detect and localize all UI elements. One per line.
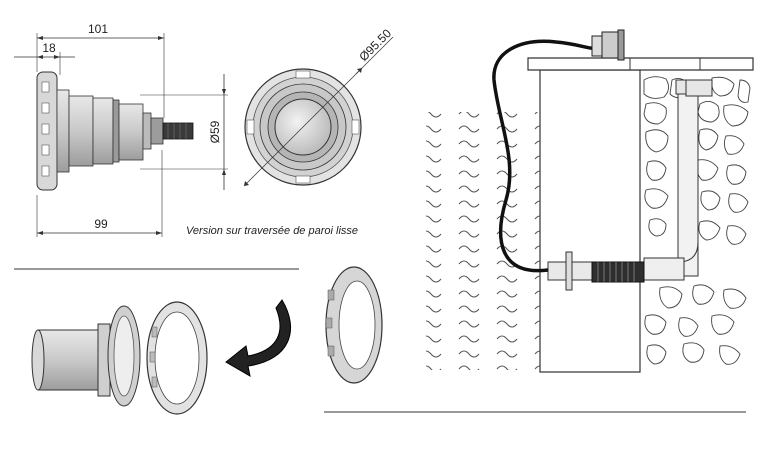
pool-wall bbox=[539, 69, 641, 373]
flange-ring-drawing bbox=[325, 266, 383, 384]
power-cable bbox=[492, 39, 599, 273]
dim-flange-depth: 18 bbox=[42, 41, 56, 55]
installation-diagram bbox=[426, 29, 754, 373]
cable-connector-icon bbox=[591, 29, 625, 61]
stone-backfill bbox=[643, 76, 751, 365]
wall-passage-thread bbox=[591, 261, 645, 283]
conduit-pipe bbox=[677, 79, 699, 277]
side-view-drawing bbox=[14, 33, 228, 237]
front-view-drawing bbox=[243, 36, 394, 187]
dim-flange-diameter: Ø95.50 bbox=[356, 26, 394, 64]
rotation-arrow-icon bbox=[225, 299, 291, 377]
dim-overall-length: 101 bbox=[88, 22, 108, 36]
exploded-assembly-drawing bbox=[31, 301, 208, 415]
pool-coping bbox=[527, 57, 754, 71]
dim-body-diameter: Ø59 bbox=[208, 120, 222, 143]
dim-mounting-length: 99 bbox=[94, 217, 108, 231]
caption-smooth-wall: Version sur traversée de paroi lisse bbox=[186, 225, 358, 237]
water-area bbox=[426, 112, 540, 370]
